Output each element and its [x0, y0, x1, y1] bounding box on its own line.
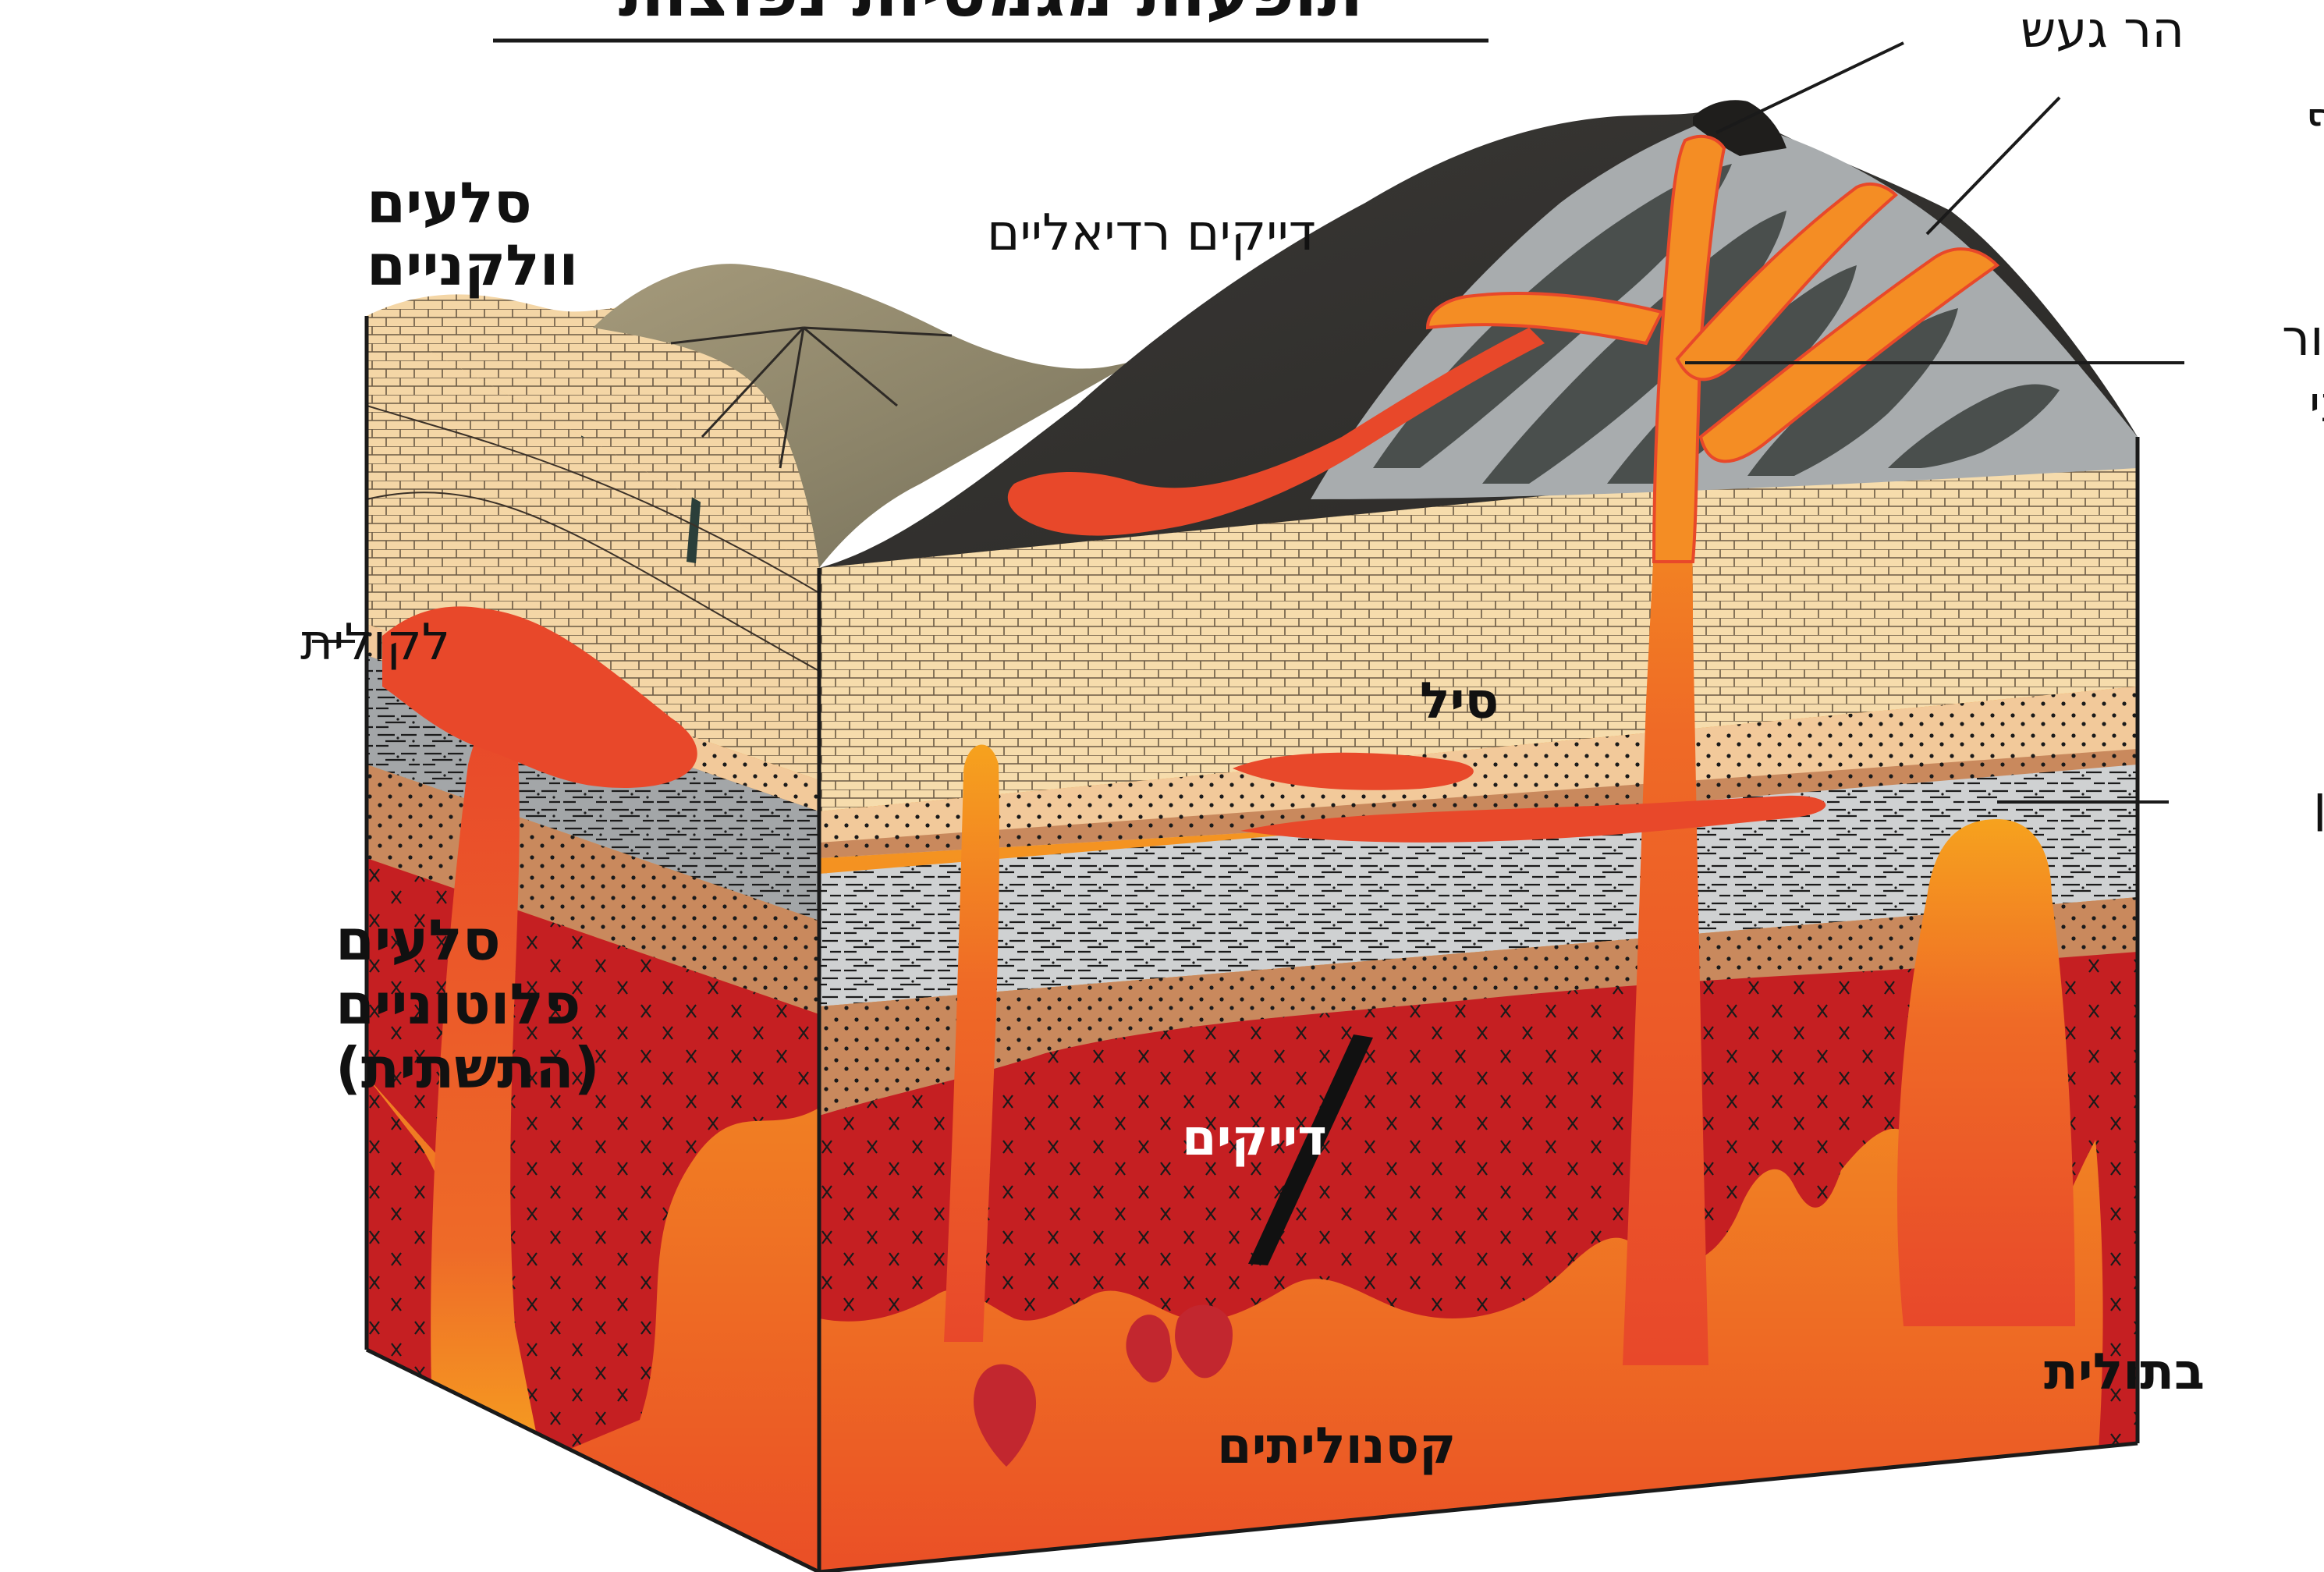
conduit-label-line1: צינור — [2282, 310, 2324, 367]
plutonic-rocks-label-line2: פלוטוניים — [335, 971, 580, 1037]
page-title: תופעות מגמטיות נפוצות — [619, 0, 1364, 32]
dome-label: גבנון — [2313, 775, 2324, 833]
plutonic-rocks-label-line3: (התשתית) — [335, 1035, 600, 1101]
conduit-label-line2: וולקני — [2309, 376, 2324, 434]
plutonic-rocks-label-line1: סלעים — [335, 907, 501, 973]
xenoliths-label: קסנוליתים — [1217, 1418, 1456, 1475]
ash-tuff-label: אפר וטוף — [2305, 91, 2324, 149]
batholith-label: בתולית — [2044, 1343, 2205, 1401]
dykes-label: דייקים — [1182, 1109, 1327, 1167]
volcanic-rocks-label-line2: וולקניים — [367, 232, 578, 298]
volcano-label: הר געש — [2021, 2, 2184, 59]
radial-dykes-label: דייקים רדיאליים — [987, 204, 1316, 262]
laccolith-label: לקולית — [300, 614, 450, 672]
volcanic-rocks-label-line1: סלעים — [367, 170, 532, 236]
sill-label: סיל — [1420, 672, 1499, 730]
